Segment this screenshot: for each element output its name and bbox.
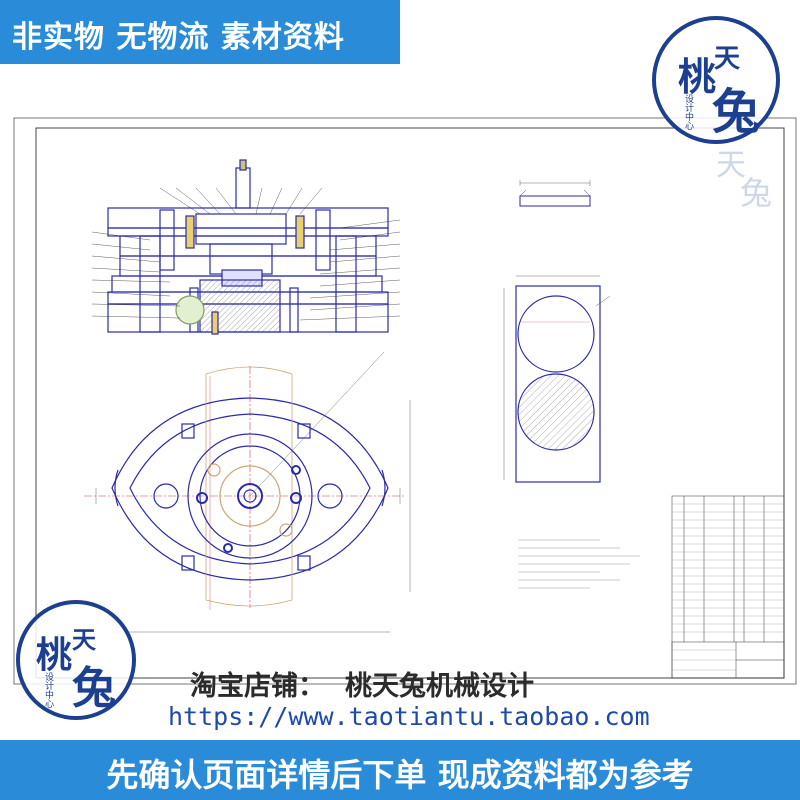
shop-url[interactable]: https://www.taotiantu.taobao.com bbox=[168, 702, 650, 731]
bottom-banner-text: 先确认页面详情后下单 现成资料都为参考 bbox=[106, 756, 694, 794]
bottom-banner: 先确认页面详情后下单 现成资料都为参考 bbox=[0, 740, 800, 800]
top-banner: 非实物 无物流 素材资料 bbox=[0, 0, 400, 64]
drawing-outer-frame bbox=[13, 117, 797, 685]
logo-subtitle: 设计中心 bbox=[43, 672, 53, 708]
logo-bottom-left: 桃 天 兔 设计中心 bbox=[16, 600, 136, 720]
dimension-lines bbox=[95, 400, 411, 633]
part-drawing bbox=[519, 180, 591, 207]
die-section-view bbox=[107, 159, 389, 335]
title-block bbox=[671, 495, 785, 679]
strip-layout bbox=[503, 275, 611, 483]
logo-char-3: 兔 bbox=[72, 663, 116, 714]
logo-subtitle: 设计中心 bbox=[683, 94, 693, 130]
title-block-rows bbox=[672, 503, 784, 671]
logo-char-1: 桃 bbox=[678, 54, 717, 99]
logo-char-2: 天 bbox=[72, 625, 96, 654]
watermark: 天 兔 bbox=[706, 140, 778, 220]
logo-char-3: 兔 bbox=[712, 84, 761, 140]
shop-name-line: 淘宝店铺： 桃天兔机械设计 bbox=[190, 664, 534, 703]
drawing-inner-frame bbox=[35, 127, 785, 679]
watermark-char-2: 兔 bbox=[740, 174, 773, 212]
die-plan-view bbox=[84, 351, 404, 610]
top-banner-text: 非实物 无物流 素材资料 bbox=[12, 20, 345, 55]
watermark-char-1: 天 bbox=[716, 148, 746, 183]
leader-lines bbox=[91, 187, 401, 321]
shop-name: 桃天兔机械设计 bbox=[345, 671, 534, 702]
technical-notes bbox=[518, 539, 640, 589]
shop-label: 淘宝店铺： bbox=[190, 671, 325, 702]
logo-char-1: 桃 bbox=[36, 634, 73, 676]
logo-char-2: 天 bbox=[714, 44, 741, 74]
logo-top-right: 桃 天 兔 设计中心 bbox=[652, 16, 780, 144]
